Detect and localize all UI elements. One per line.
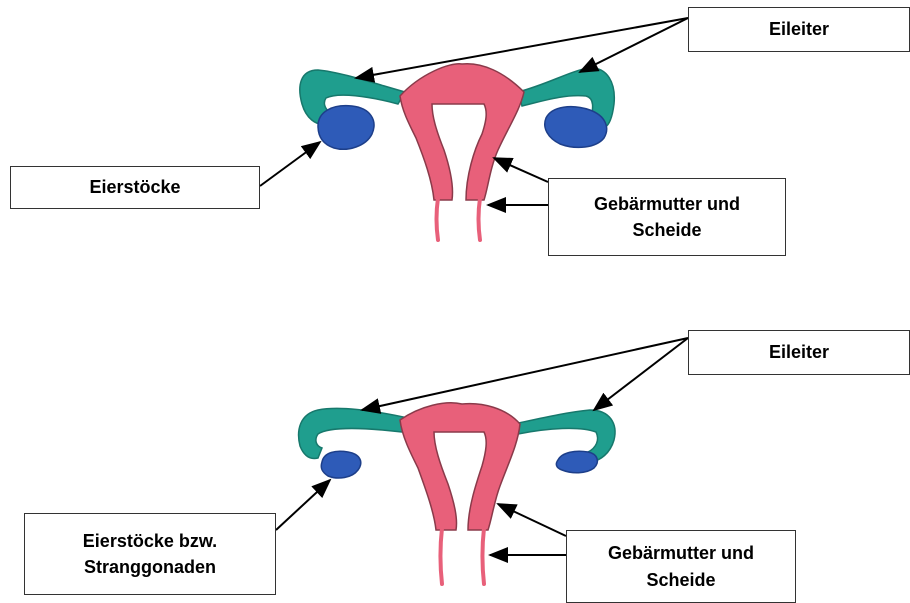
bottom-vagina-right — [483, 528, 485, 584]
top-ovary-label: Eierstöcke — [89, 174, 180, 200]
top-vagina-right — [479, 198, 481, 240]
top-tube-label: Eileiter — [769, 16, 829, 42]
arrow-top-tube-right — [580, 18, 688, 72]
top-uterus-label-box: Gebärmutter und Scheide — [548, 178, 786, 256]
arrow-bottom-uterus — [498, 504, 566, 536]
top-tube-label-box: Eileiter — [688, 7, 910, 52]
bottom-ovary-label-box: Eierstöcke bzw. Stranggonaden — [24, 513, 276, 595]
arrow-bottom-tube-left — [362, 338, 688, 410]
top-right-ovary — [545, 107, 607, 148]
bottom-uterus-label-line1: Gebärmutter und — [608, 540, 754, 566]
top-vagina-left — [437, 198, 439, 240]
top-uterus-label-line2: Scheide — [632, 217, 701, 243]
arrow-bottom-ovary — [276, 480, 330, 530]
top-uterus-label-line1: Gebärmutter und — [594, 191, 740, 217]
bottom-left-fallopian-tube — [299, 408, 408, 458]
arrow-top-ovary — [260, 142, 320, 186]
arrow-top-tube-left — [356, 18, 688, 78]
bottom-vagina-left — [441, 528, 443, 584]
bottom-uterus — [400, 403, 520, 530]
top-ovary-label-box: Eierstöcke — [10, 166, 260, 209]
top-left-ovary — [318, 106, 374, 150]
bottom-left-streak-gonad — [321, 451, 361, 478]
bottom-tube-label-box: Eileiter — [688, 330, 910, 375]
bottom-uterus-label-line2: Scheide — [646, 567, 715, 593]
bottom-ovary-label-line1: Eierstöcke bzw. — [83, 528, 217, 554]
bottom-right-streak-gonad — [556, 451, 597, 473]
top-uterus — [400, 64, 524, 200]
bottom-ovary-label-line2: Stranggonaden — [84, 554, 216, 580]
bottom-tube-label: Eileiter — [769, 339, 829, 365]
arrow-top-uterus — [494, 158, 548, 182]
bottom-uterus-label-box: Gebärmutter und Scheide — [566, 530, 796, 603]
